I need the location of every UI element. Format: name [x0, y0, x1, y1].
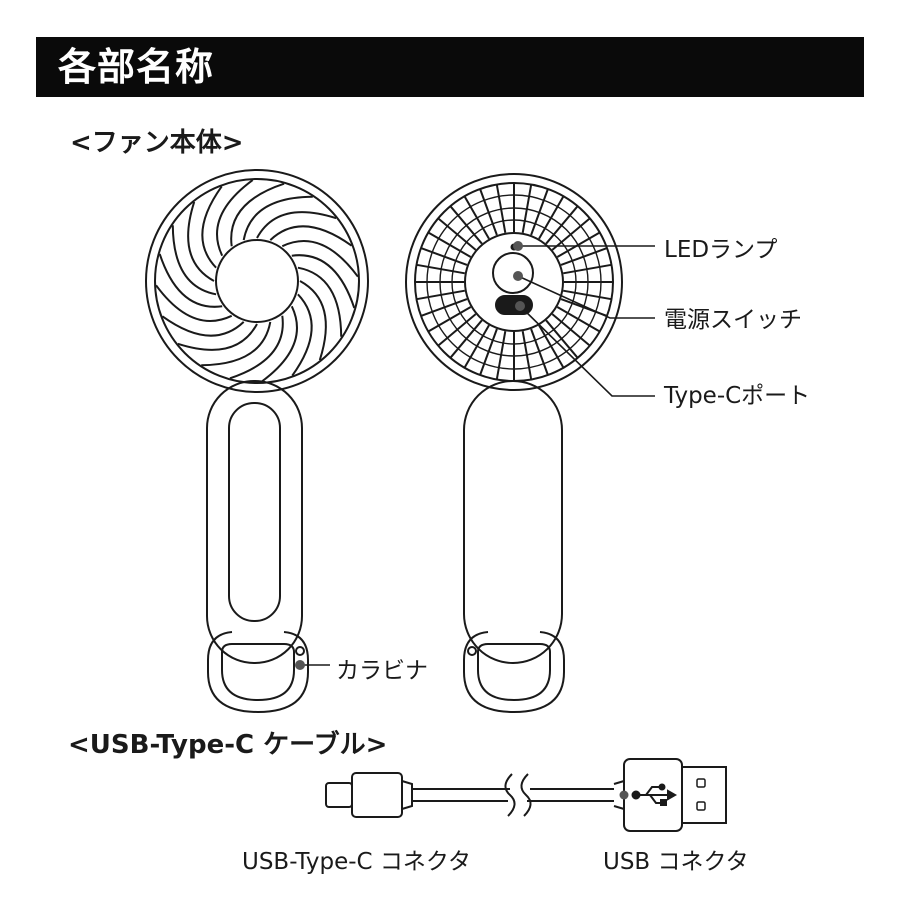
page-title: 各部名称 [58, 45, 215, 89]
fan-front [145, 169, 369, 714]
fan-blade [161, 315, 245, 337]
fan-section-heading: <ファン本体> [70, 128, 244, 158]
fan-blade [187, 201, 215, 282]
carabiner-back [463, 631, 565, 714]
fan-blade [158, 253, 223, 308]
callout-dot-carabiner [295, 660, 305, 670]
grill-ring [439, 207, 589, 357]
label-type-c-connector: USB-Type-C コネクタ [242, 849, 471, 875]
fan-blade [171, 225, 217, 296]
type-c-connector-tip [325, 782, 353, 808]
fan-blade [281, 240, 359, 278]
type-c-port [495, 295, 533, 315]
callout-line-port [519, 305, 655, 397]
cable-section-heading: <USB-Type-C ケーブル> [68, 730, 388, 760]
fan-blade [256, 211, 337, 239]
title-bar: 各部名称 [36, 37, 864, 97]
usb-a-connector-tip [681, 766, 727, 824]
fan-blade [201, 185, 223, 269]
callout-dot-usb [619, 790, 629, 800]
grill-ring [426, 194, 602, 370]
fan-blade [201, 321, 272, 367]
fan-blade [297, 266, 343, 337]
carabiner-front [207, 631, 309, 714]
fan-blade [177, 323, 258, 351]
label-carabiner: カラビナ [336, 658, 428, 684]
label-usb-connector: USB コネクタ [603, 849, 749, 875]
usb-cable [325, 758, 727, 832]
label-type-c-port: Type-Cポート [664, 383, 811, 409]
callout-dot-led [513, 241, 523, 251]
power-switch-button [492, 252, 534, 294]
fan-back [405, 173, 623, 714]
fan-blade [242, 195, 313, 241]
label-led-lamp: LEDランプ [664, 237, 778, 263]
callout-dot-port [515, 301, 525, 311]
fan-blade [291, 293, 313, 377]
fan-blade [269, 225, 353, 247]
label-power-switch: 電源スイッチ [664, 307, 802, 333]
fan-blade [291, 254, 356, 309]
fan-blade [299, 280, 327, 361]
grill-ring [451, 219, 577, 345]
type-c-connector-body [351, 772, 403, 818]
fan-blade [230, 182, 285, 247]
fan-blade [216, 179, 254, 257]
callout-dot-power [513, 271, 523, 281]
callout-line-power [517, 275, 655, 319]
fan-blade [260, 305, 298, 383]
fan-blade [229, 315, 284, 380]
fan-blade [155, 284, 233, 322]
